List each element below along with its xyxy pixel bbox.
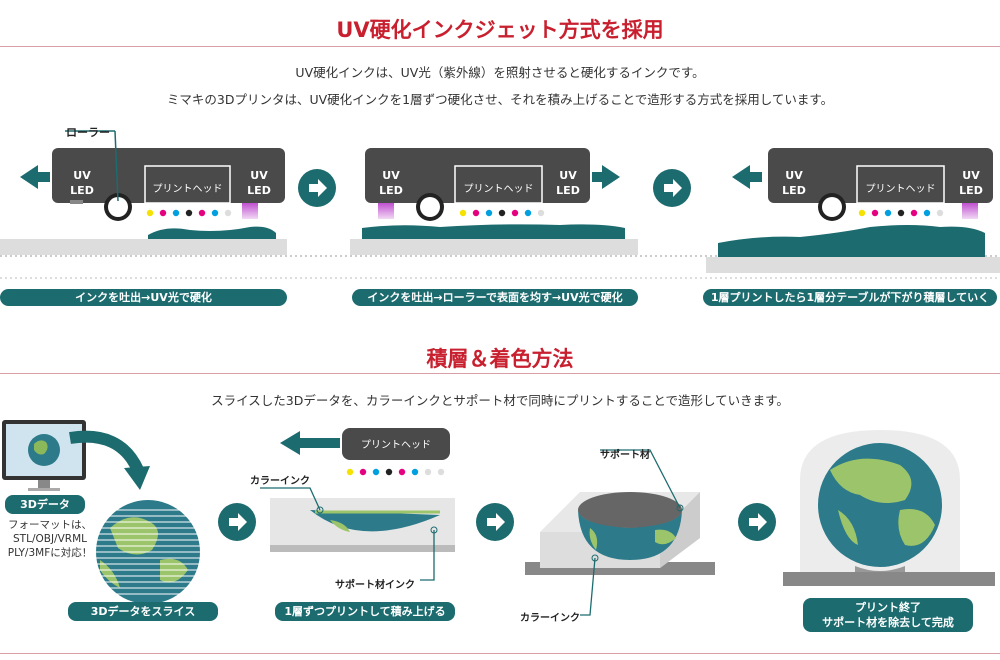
curved-arrow-icon [124, 466, 150, 490]
sliced-globe [96, 500, 200, 604]
next-step-arrow-icon-1 [298, 169, 336, 207]
section1-title: UV硬化インクジェット方式を採用 [336, 18, 664, 42]
format-note: フォーマットは、 STL/OBJ/VRML PLY/3MFに対応！ [7, 519, 93, 559]
uv-process-diagram [0, 130, 1000, 279]
next-step-arrow-icon-3 [218, 503, 256, 541]
next-step-arrow-icon-2 [653, 169, 691, 207]
section2-title: 積層＆着色方法 [426, 347, 574, 371]
printer-2 [350, 148, 638, 255]
move-left-arrow-3 [280, 431, 340, 455]
section1-desc-line2: ミマキの3Dプリンタは、UV硬化インクを1層ずつ硬化させ、それを積み上げることで… [166, 92, 834, 107]
move-left-arrow-2 [732, 165, 762, 189]
step-label-1: インクを吐出→UV光で硬化 [0, 289, 287, 306]
color-ink-label-2: カラーインク [520, 613, 580, 624]
section2-rule [0, 373, 1000, 374]
ink-drops-2 [346, 468, 445, 476]
support-ink-label: サポート材インク [335, 580, 415, 591]
printhead-label-4: プリントヘッド [361, 440, 431, 451]
section1-rule [0, 46, 1000, 47]
monitor-icon [2, 420, 86, 491]
step-label-3: 1層プリントしたら1層分テーブルが下がり積層していく [703, 289, 997, 306]
printer-1 [0, 148, 287, 255]
next-step-arrow-icon-4 [476, 503, 514, 541]
section1-desc-line1: UV硬化インクは、UV光（紫外線）を照射させると硬化するインクです。 [295, 65, 705, 80]
layering-diagram [2, 420, 995, 616]
support-label: サポート材 [600, 450, 650, 461]
color-ink-label: カラーインク [250, 476, 310, 487]
stack-label: 1層ずつプリントして積み上げる [275, 602, 455, 621]
section2-desc: スライスした3Dデータを、カラーインクとサポート材で同時にプリントすることで造形… [211, 393, 789, 408]
move-right-arrow [592, 165, 620, 189]
next-step-arrow-icon-5 [738, 503, 776, 541]
support-block [525, 492, 715, 575]
roller-label: ローラー [66, 126, 110, 139]
3d-data-badge: 3Dデータ [5, 495, 85, 514]
printer-3 [706, 148, 1000, 273]
move-left-arrow-1 [20, 165, 50, 189]
printhead-box [342, 428, 450, 460]
printhead-label-2: プリントヘッド [463, 184, 534, 195]
finish-label: プリント終了 サポート材を除去して完成 [803, 598, 973, 632]
bottom-rule [0, 653, 1000, 654]
slice-label: 3Dデータをスライス [68, 602, 218, 621]
step-label-2: インクを吐出→ローラーで表面を均す→UV光で硬化 [352, 289, 638, 306]
printhead-label-3: プリントヘッド [865, 184, 936, 195]
printhead-label-1: プリントヘッド [152, 184, 223, 195]
finished-globe [783, 430, 995, 586]
